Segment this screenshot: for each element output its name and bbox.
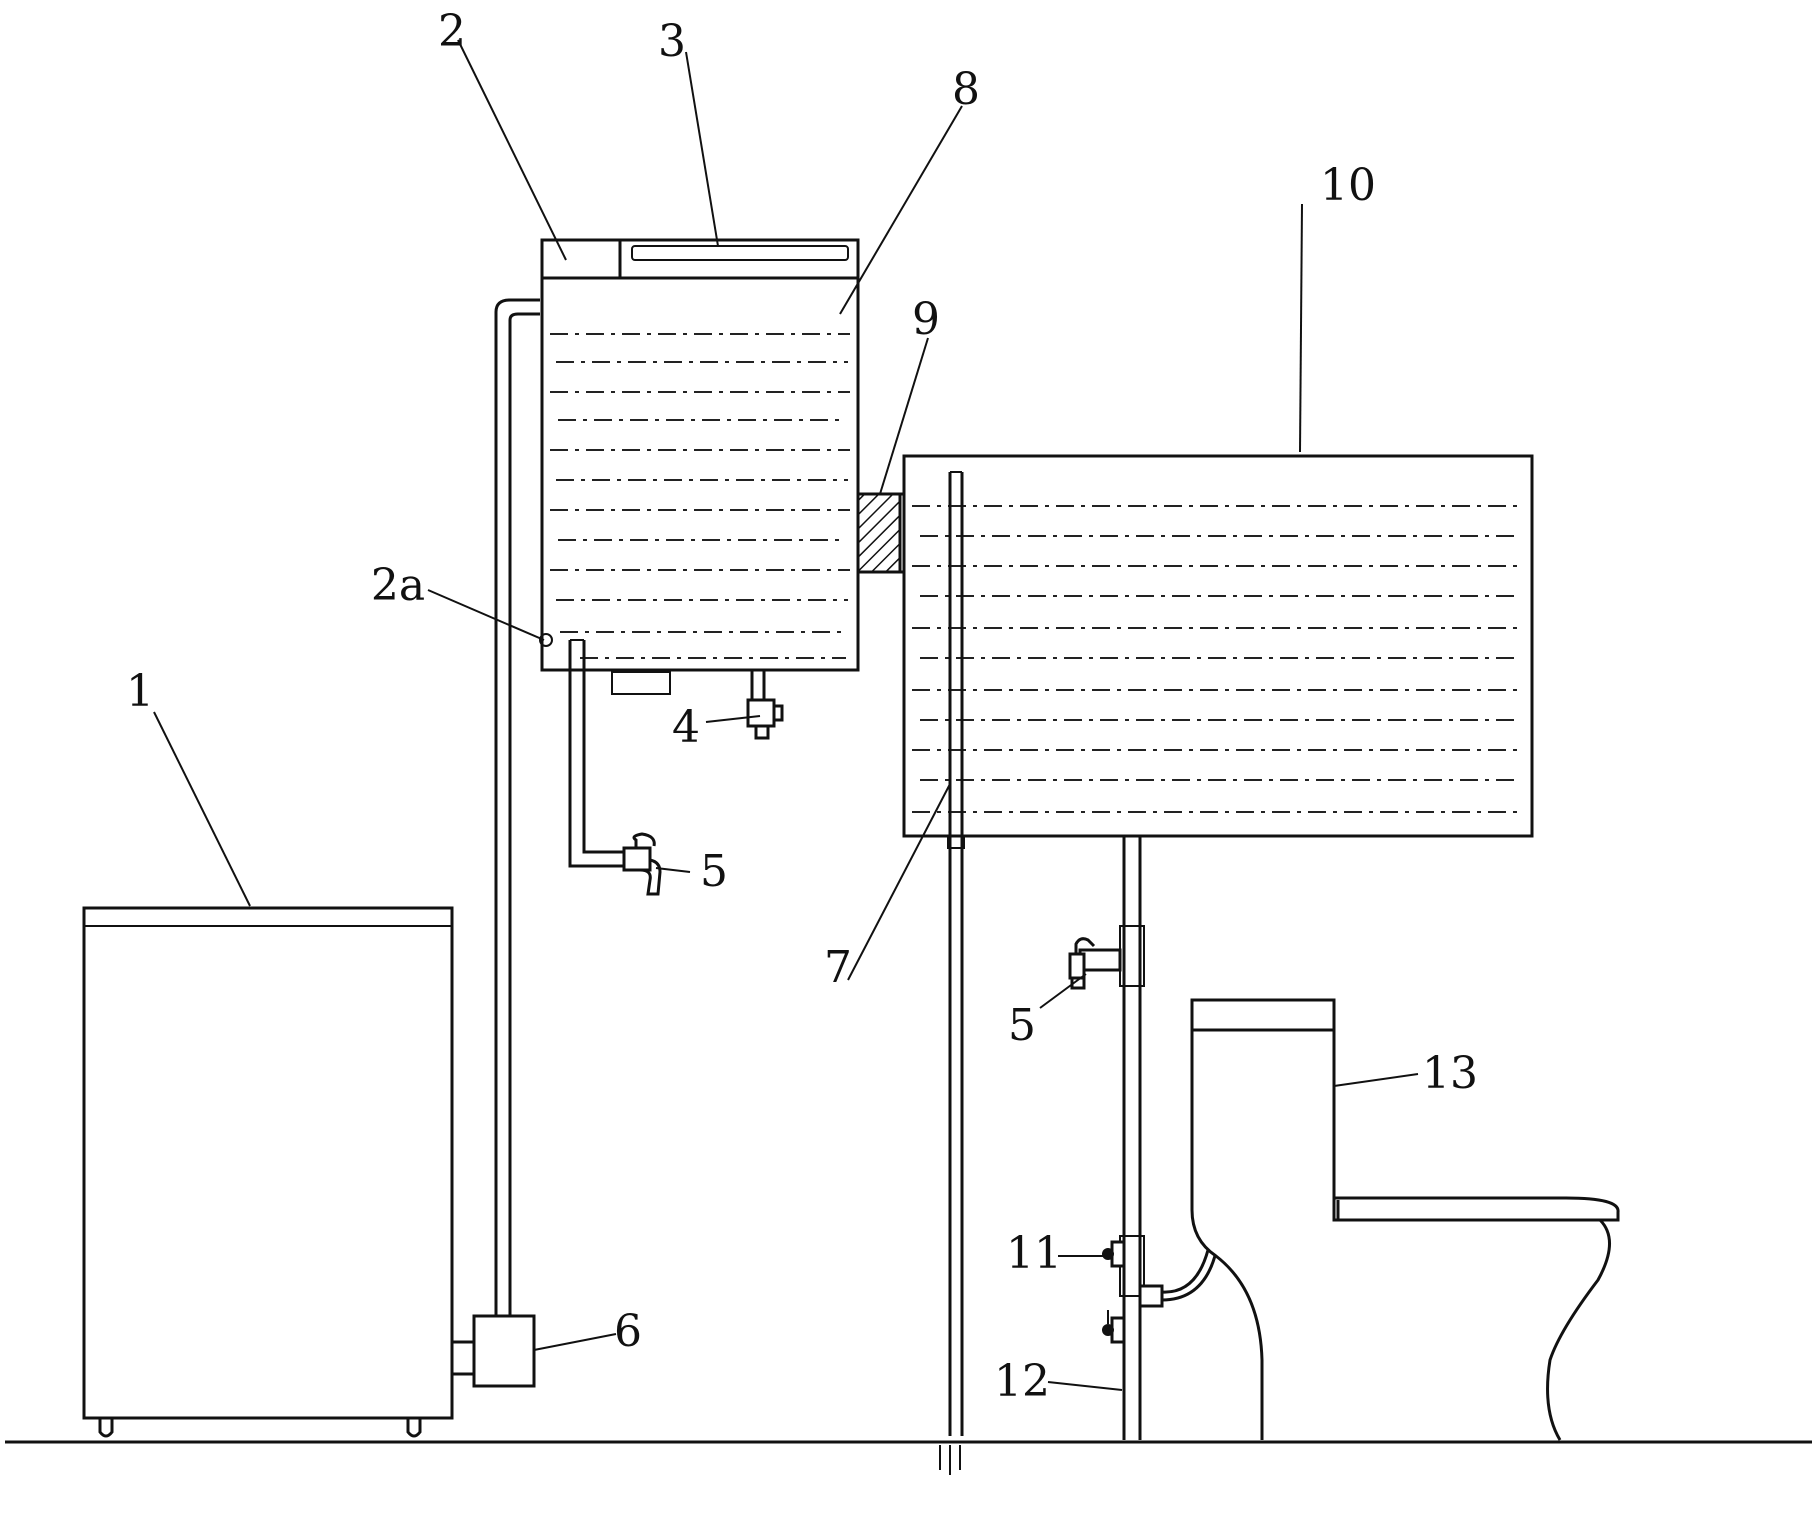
label-pump: 6 [614,1306,642,1357]
upper-tank-water [550,333,850,659]
faucet-pipe-upper [568,639,625,868]
faucet-upper [622,832,662,896]
valve-upper [1102,1240,1126,1268]
label-valve: 11 [1006,1228,1062,1279]
faucet-lower [1068,937,1122,990]
drain-valve [746,670,784,740]
storage-tank [902,454,1534,838]
floor-drain [939,1445,961,1475]
supply-pipe [1119,836,1145,1440]
labels: 2 3 8 10 9 2a 1 4 5 7 5 13 11 12 6 [126,6,1478,1407]
label-supply-pipe: 12 [994,1356,1050,1407]
toilet-feed [1138,1249,1218,1308]
label-drain-valve: 4 [672,702,700,753]
leader-lines [153,39,1419,1391]
label-faucet-lower: 5 [1008,1000,1036,1051]
riser-pipe [494,298,540,1316]
label-toilet: 13 [1422,1048,1478,1099]
label-washing-machine: 1 [126,666,154,717]
valve-lower [1102,1310,1126,1344]
toilet [1190,998,1620,1441]
upper-tank [539,238,860,695]
overflow-pipe [947,471,965,1436]
label-storage-tank: 10 [1320,160,1376,211]
washing-machine [82,906,476,1438]
storage-tank-water [912,505,1524,813]
label-faucet-upper: 5 [700,846,728,897]
label-filter: 9 [912,294,940,345]
filter [856,492,904,574]
label-upper-tank: 2 [438,6,466,57]
pump [472,1314,536,1388]
bottom-block [611,671,671,695]
label-upper-tank-inlet: 2a [371,560,425,611]
label-tank-water: 8 [952,64,980,115]
tank-lid-slot [631,245,849,261]
label-tank-lid: 3 [658,16,686,67]
label-overflow-pipe: 7 [824,942,852,993]
upper-tank-inlet [539,633,553,647]
